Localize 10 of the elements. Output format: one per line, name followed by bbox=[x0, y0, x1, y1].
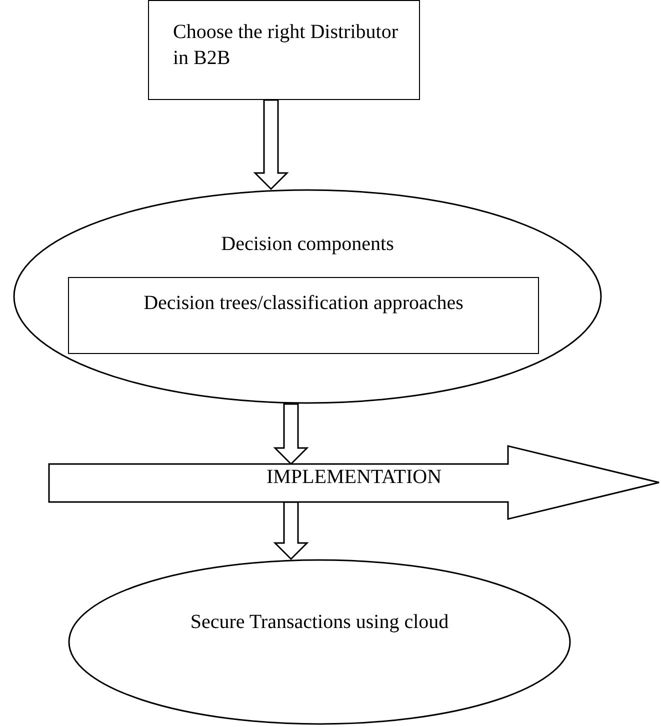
node-label: IMPLEMENTATION bbox=[265, 465, 443, 490]
hollow-arrow bbox=[253, 99, 289, 190]
hollow-arrow bbox=[273, 501, 309, 560]
node-label: Choose the right Distributor in B2B bbox=[173, 20, 399, 71]
node-label: Decision trees/classification approaches bbox=[144, 291, 464, 316]
node-label: Secure Transactions using cloud bbox=[190, 610, 449, 635]
process-box bbox=[148, 0, 420, 100]
process-box bbox=[68, 277, 539, 354]
node-label: Decision components bbox=[221, 232, 394, 257]
hollow-arrow bbox=[273, 403, 309, 466]
